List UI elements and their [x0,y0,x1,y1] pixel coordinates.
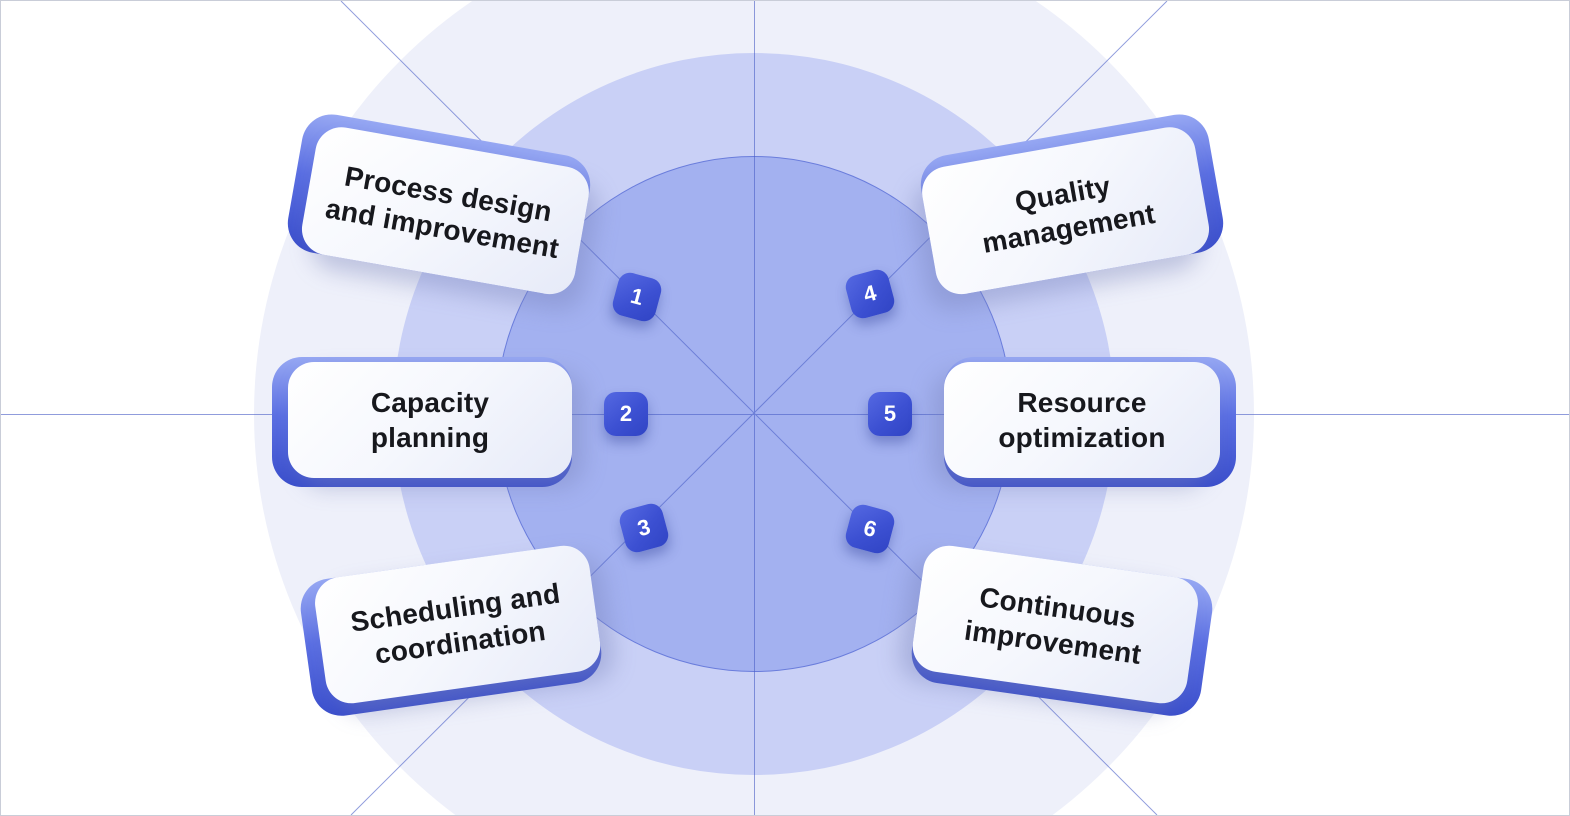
step-badge-5: 5 [868,392,912,436]
step-number: 2 [619,401,633,426]
step-number: 1 [627,282,647,311]
card-label-line: optimization [998,422,1166,453]
card-label-line: Resource [1017,387,1147,418]
step-number: 6 [860,514,880,543]
card-capacity-planning: Capacity planning [272,357,572,487]
card-label: Capacity planning [288,362,572,478]
step-number: 5 [883,401,897,426]
card-label: Resource optimization [944,362,1220,478]
step-badge-2: 2 [604,392,648,436]
card-resource-optimization: Resource optimization [944,357,1236,487]
card-label-line: planning [370,422,490,453]
step-number: 4 [860,279,880,308]
step-number: 3 [634,513,654,542]
card-label-line: Capacity [370,387,490,418]
